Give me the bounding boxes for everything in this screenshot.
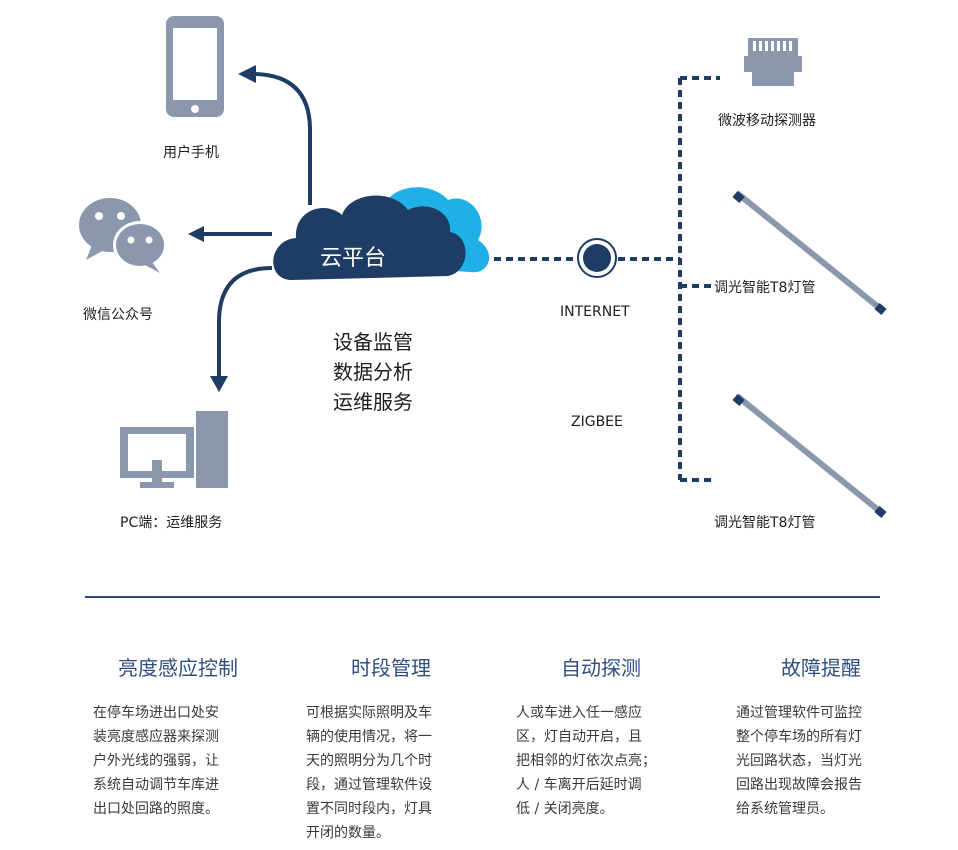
feature-line: 置不同时段内，灯具 [306,801,432,817]
feature-line: 回路出现故障会报告 [736,777,862,793]
feature-title: 时段管理 [351,656,431,680]
t8-tube-icon-2 [732,393,887,519]
internet-label: INTERNET [560,304,630,320]
feature-line: 整个停车场的所有灯 [736,729,862,745]
sensor-label: 微波移动探测器 [718,113,816,129]
tube1-label: 调光智能T8灯管 [714,280,816,296]
feature-line: 在停车场进出口处安 [93,705,219,721]
feature-fault-alert: 故障提醒 通过管理软件可监控 整个停车场的所有灯 光回路状态，当灯光 回路出现故… [736,652,906,821]
phone-icon [166,16,224,117]
service-data-analysis: 数据分析 [333,360,413,384]
feature-line: 辆的使用情况，将一 [306,729,432,745]
feature-line: 光回路状态，当灯光 [736,753,862,769]
feature-brightness: 亮度感应控制 在停车场进出口处安 装亮度感应器来探测 户外光线的强弱，让 系统自… [93,652,263,821]
feature-line: 给系统管理员。 [736,801,834,817]
feature-line: 开闭的数量。 [306,825,390,841]
feature-title: 自动探测 [561,656,641,680]
service-device-monitoring: 设备监管 [333,330,413,354]
feature-body: 通过管理软件可监控 整个停车场的所有灯 光回路状态，当灯光 回路出现故障会报告 … [736,701,906,821]
cloud-shape [273,187,490,280]
pc-icon [120,411,228,488]
zigbee-label: ZIGBEE [571,414,623,430]
feature-time-management: 时段管理 可根据实际照明及车 辆的使用情况，将一 天的照明分为几个时 段，通过管… [306,652,476,845]
feature-body: 可根据实际照明及车 辆的使用情况，将一 天的照明分为几个时 段，通过管理软件设 … [306,701,476,845]
tube2-label: 调光智能T8灯管 [714,515,816,531]
wechat-label: 微信公众号 [83,307,153,323]
feature-line: 装亮度感应器来探测 [93,729,219,745]
feature-line: 天的照明分为几个时 [306,753,432,769]
feature-title: 亮度感应控制 [118,656,238,680]
cloud-services: 设备监管 数据分析 运维服务 [333,327,413,417]
dotted-links [494,76,720,482]
feature-line: 把相邻的灯依次点亮； [516,753,656,769]
feature-line: 段，通过管理软件设 [306,777,432,793]
feature-auto-detect: 自动探测 人或车进入任一感应 区，灯自动开启，且 把相邻的灯依次点亮； 人 / … [516,652,686,821]
arrows [203,72,312,378]
sensor-icon [744,38,802,86]
internet-node-icon [577,238,617,278]
feature-line: 人或车进入任一感应 [516,705,642,721]
feature-line: 人 / 车离开后延时调 [516,777,642,793]
feature-line: 系统自动调节车库进 [93,777,219,793]
section-divider [85,596,880,598]
phone-label: 用户手机 [163,145,219,161]
feature-line: 出口处回路的照度。 [93,801,219,817]
feature-title: 故障提醒 [781,656,861,680]
pc-label: PC端：运维服务 [120,515,223,531]
feature-line: 可根据实际照明及车 [306,705,432,721]
feature-body: 在停车场进出口处安 装亮度感应器来探测 户外光线的强弱，让 系统自动调节车库进 … [93,701,263,821]
feature-line: 户外光线的强弱，让 [93,753,219,769]
feature-line: 低 / 关闭亮度。 [516,801,614,817]
t8-tube-icon-1 [732,190,887,316]
feature-line: 区，灯自动开启，且 [516,729,642,745]
service-ops: 运维服务 [333,390,413,414]
network-diagram [79,16,887,519]
wechat-icon [79,198,167,273]
feature-body: 人或车进入任一感应 区，灯自动开启，且 把相邻的灯依次点亮； 人 / 车离开后延… [516,701,686,821]
feature-line: 通过管理软件可监控 [736,705,862,721]
cloud-title: 云平台 [320,246,387,271]
